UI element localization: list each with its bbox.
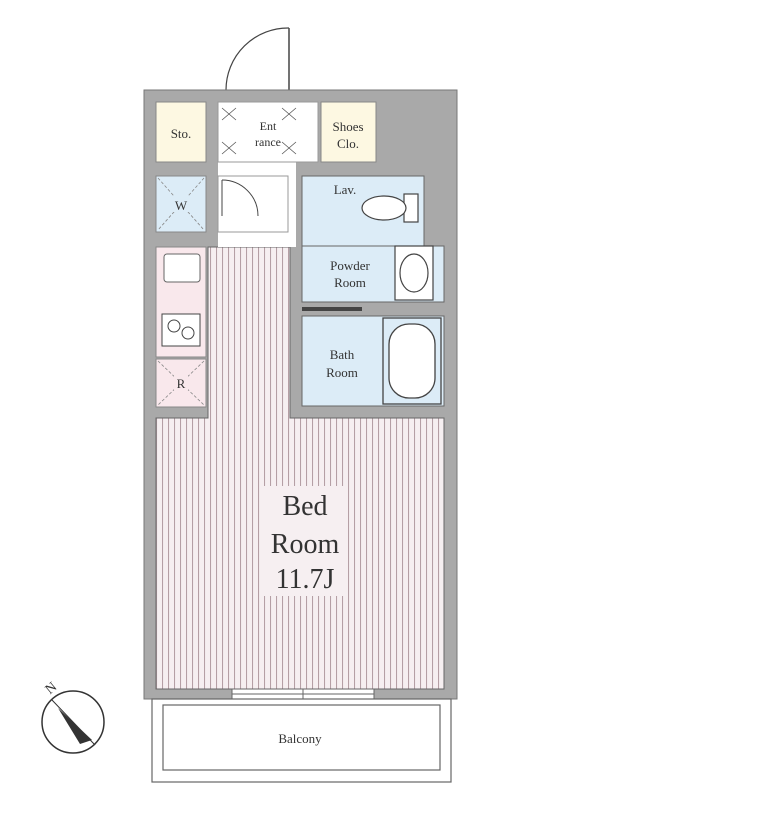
powder-label-line2: Room xyxy=(334,275,366,290)
entrance-door[interactable] xyxy=(225,27,290,91)
shoes-label-line1: Shoes xyxy=(332,119,363,134)
balcony-window xyxy=(231,688,375,700)
stove-icon xyxy=(161,313,201,347)
sink-icon xyxy=(394,245,434,301)
bedroom-label-line2: Room xyxy=(271,529,340,560)
balcony-label: Balcony xyxy=(278,731,322,746)
toilet-icon xyxy=(361,193,419,223)
bedroom-label-line1: Bed xyxy=(282,491,327,522)
washer-label: W xyxy=(175,198,188,213)
storage-closet xyxy=(155,101,207,163)
lavatory-label: Lav. xyxy=(334,182,357,197)
bathtub-icon xyxy=(382,317,442,405)
balcony xyxy=(151,698,452,783)
bath-label-line1: Bath xyxy=(330,347,355,362)
bedroom-size: 11.7J xyxy=(276,564,335,595)
washer-x-icon xyxy=(157,177,205,231)
entrance-label-line1: Ent xyxy=(260,119,277,133)
bedroom-floor xyxy=(155,246,445,690)
storage-label: Sto. xyxy=(171,126,192,141)
kitchen-sink-icon xyxy=(163,253,201,283)
refrigerator-label: R xyxy=(177,376,186,391)
shoes-label-line2: Clo. xyxy=(337,136,359,151)
entrance-label-line2: rance xyxy=(255,135,281,149)
powder-label-line1: Powder xyxy=(330,258,370,273)
compass: N xyxy=(41,680,105,754)
entrance-area xyxy=(217,101,319,163)
compass-needle-icon xyxy=(58,708,92,744)
shoes-closet xyxy=(320,101,377,163)
inner-door[interactable] xyxy=(217,175,289,233)
bath-label-line2: Room xyxy=(326,365,358,380)
entrance-x-marks xyxy=(221,107,297,155)
